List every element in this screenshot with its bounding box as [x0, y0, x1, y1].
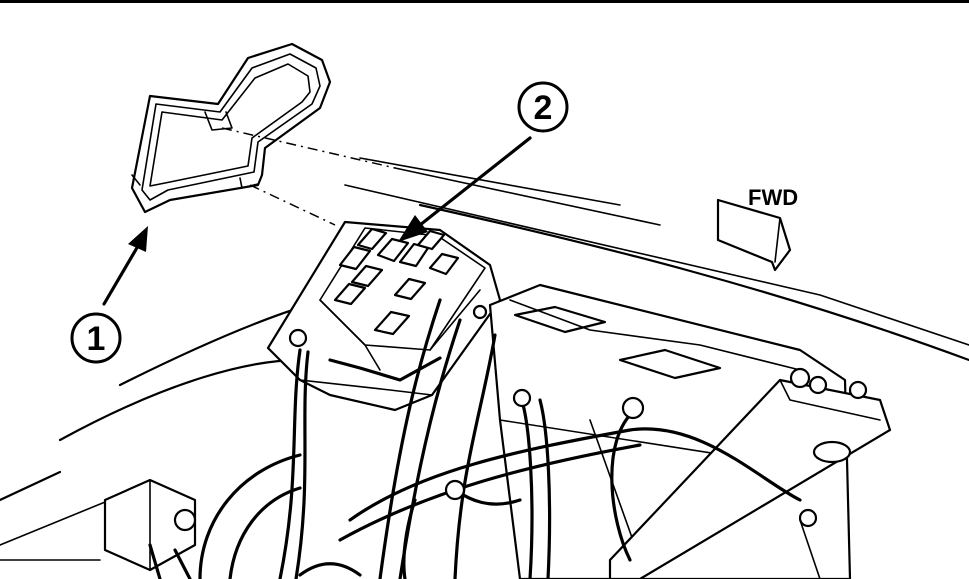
fwd-label: FWD [748, 185, 798, 210]
wiring-harness [278, 298, 802, 579]
callout-2-leader [398, 136, 532, 242]
forward-arrow-icon [716, 198, 792, 272]
callout-1-number: 1 [87, 320, 106, 358]
power-distribution-center [266, 220, 502, 412]
fuse-box-cover [130, 42, 332, 214]
callout-1: 1 [70, 312, 122, 364]
callout-2-number: 2 [534, 89, 553, 127]
fender-outline [0, 157, 969, 546]
battery-bracket [608, 367, 892, 579]
callout-1-leader [102, 226, 148, 306]
lower-left-components [0, 453, 362, 579]
callout-2: 2 [517, 81, 569, 133]
forward-direction-indicator: FWD [716, 185, 798, 272]
alignment-lines [221, 127, 396, 226]
